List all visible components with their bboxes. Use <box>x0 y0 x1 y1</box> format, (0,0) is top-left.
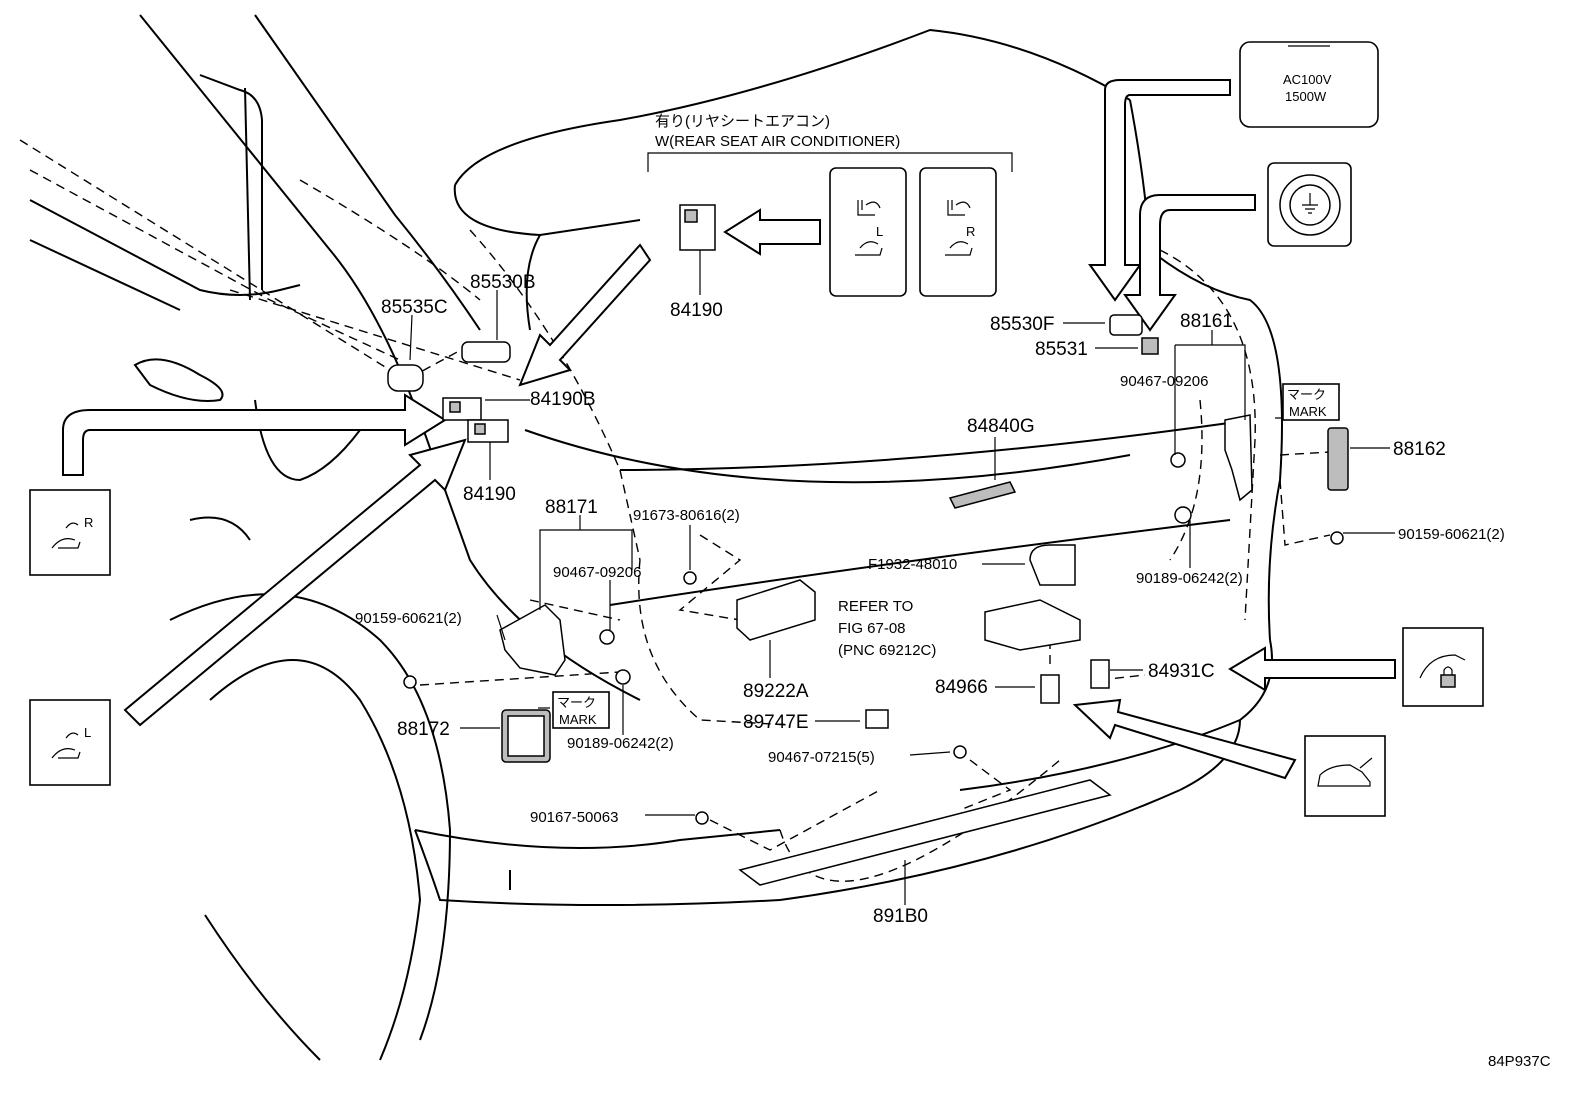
mark-en-right: MARK <box>1289 404 1327 419</box>
label-88162: 88162 <box>1393 439 1446 460</box>
vehicle-body-outline <box>29 14 1283 1061</box>
figure-code: 84P937C <box>1488 1053 1551 1070</box>
part-84190B <box>442 397 482 421</box>
mark-jp-right: マーク <box>1287 387 1326 402</box>
part-labels: 84190 85530B 85535C 84190B 84190 88171 9… <box>355 272 1505 927</box>
arrow-to-84190-switch <box>723 208 821 256</box>
arrow-from-ac-callout <box>518 243 652 387</box>
label-84966: 84966 <box>935 677 988 698</box>
back-door-icon-box <box>1304 735 1386 817</box>
label-84840G: 84840G <box>967 416 1035 437</box>
refer-line-2: FIG 67-08 <box>838 620 906 637</box>
arrow-from-left-r-switch <box>62 393 447 476</box>
part-85531 <box>1141 337 1159 355</box>
lock-icon-box <box>1402 627 1484 707</box>
part-88162 <box>1327 427 1349 491</box>
label-90159-60621-left: 90159-60621(2) <box>355 610 462 627</box>
label-84190B: 84190B <box>530 389 596 410</box>
rear-ac-callout: 有り(リヤシートエアコン) W(REAR SEAT AIR CONDITIONE… <box>647 113 1013 172</box>
rear-ac-seat-icon <box>945 200 973 256</box>
switch-letter-r: R <box>84 515 93 530</box>
label-89747E: 89747E <box>743 712 809 733</box>
label-88171: 88171 <box>545 497 598 518</box>
part-84931C <box>1090 659 1110 689</box>
part-89222A <box>736 579 816 641</box>
label-891B0: 891B0 <box>873 906 928 927</box>
seat-heater-switch-icon <box>51 522 81 549</box>
switch-letter-r: R <box>966 224 975 239</box>
mark-tag-right: マーク MARK <box>1282 383 1340 421</box>
mark-tag-left: マーク MARK <box>552 691 610 729</box>
arrow-from-lock-icon <box>1228 646 1396 692</box>
arrow-from-left-l-switch <box>123 438 467 727</box>
label-88161: 88161 <box>1180 311 1233 332</box>
callout-jp: 有り(リヤシートエアコン) <box>655 113 830 130</box>
reference-dashes <box>19 139 1331 882</box>
padlock-icon <box>1440 666 1456 688</box>
part-85535C <box>387 364 424 392</box>
icon-box-rear-ac-l: L <box>829 167 907 297</box>
part-85530B <box>461 341 511 363</box>
icon-box-r-switch: R <box>29 489 111 576</box>
label-90189-06242-right: 90189-06242(2) <box>1136 570 1243 587</box>
arrow-from-door-icon <box>1072 698 1297 780</box>
outlet-voltage: AC100V <box>1283 72 1332 87</box>
label-90467-09206-right: 90467-09206 <box>1120 373 1208 390</box>
leader-lines <box>409 250 1395 905</box>
mark-en-left: MARK <box>559 712 597 727</box>
label-90159-60621-right: 90159-60621(2) <box>1398 526 1505 543</box>
refer-line-3: (PNC 69212C) <box>838 642 936 659</box>
back-door-vehicle-icon <box>1317 757 1373 787</box>
part-88171 <box>499 604 566 676</box>
part-88172 <box>501 709 551 763</box>
part-891B0-bar <box>738 779 1112 886</box>
label-85530F: 85530F <box>990 314 1054 335</box>
part-89222-camera <box>984 599 1081 651</box>
ground-knob-box <box>1267 162 1352 247</box>
fasteners <box>403 452 1344 825</box>
label-90467-07215: 90467-07215(5) <box>768 749 875 766</box>
label-90167-50063: 90167-50063 <box>530 809 618 826</box>
pointer-arrows <box>62 79 1396 780</box>
label-85531: 85531 <box>1035 339 1088 360</box>
arrow-from-outlet <box>1088 79 1231 302</box>
rear-ac-seat-icon <box>855 200 883 256</box>
arrow-from-ground <box>1123 194 1256 332</box>
switch-letter-l: L <box>876 224 883 239</box>
switch-letter-l: L <box>84 725 91 740</box>
part-89747E <box>865 709 889 729</box>
label-89222A: 89222A <box>743 681 809 702</box>
label-90467-09206-left: 90467-09206 <box>553 564 641 581</box>
part-84190-top <box>679 204 716 251</box>
seat-heater-switch-icon <box>51 732 81 759</box>
callout-en: W(REAR SEAT AIR CONDITIONER) <box>655 133 900 150</box>
part-85530F <box>1109 314 1143 336</box>
label-84190-top: 84190 <box>670 300 723 321</box>
part-84190-low <box>467 419 509 443</box>
refer-line-1: REFER TO <box>838 598 913 615</box>
refer-note: REFER TO FIG 67-08 (PNC 69212C) <box>838 598 936 659</box>
label-84931C: 84931C <box>1148 661 1215 682</box>
label-F1932-48010: F1932-48010 <box>868 556 957 573</box>
label-90189-06242-left: 90189-06242(2) <box>567 735 674 752</box>
outlet-wattage: 1500W <box>1285 89 1327 104</box>
label-88172: 88172 <box>397 719 450 740</box>
label-85530B: 85530B <box>470 272 536 293</box>
label-84190-low: 84190 <box>463 484 516 505</box>
part-88161 <box>1224 414 1253 502</box>
label-91673-80616: 91673-80616(2) <box>633 507 740 524</box>
part-84840G <box>948 481 1017 509</box>
icon-box-l-switch: L <box>29 699 111 786</box>
label-85535C: 85535C <box>381 297 448 318</box>
ground-icon <box>1302 193 1318 214</box>
power-outlet-box: AC100V 1500W <box>1239 41 1379 128</box>
mark-jp-left: マーク <box>557 695 596 710</box>
icon-box-rear-ac-r: R <box>919 167 997 297</box>
part-84966 <box>1040 674 1060 704</box>
part-F1932-48010 <box>1029 544 1076 586</box>
